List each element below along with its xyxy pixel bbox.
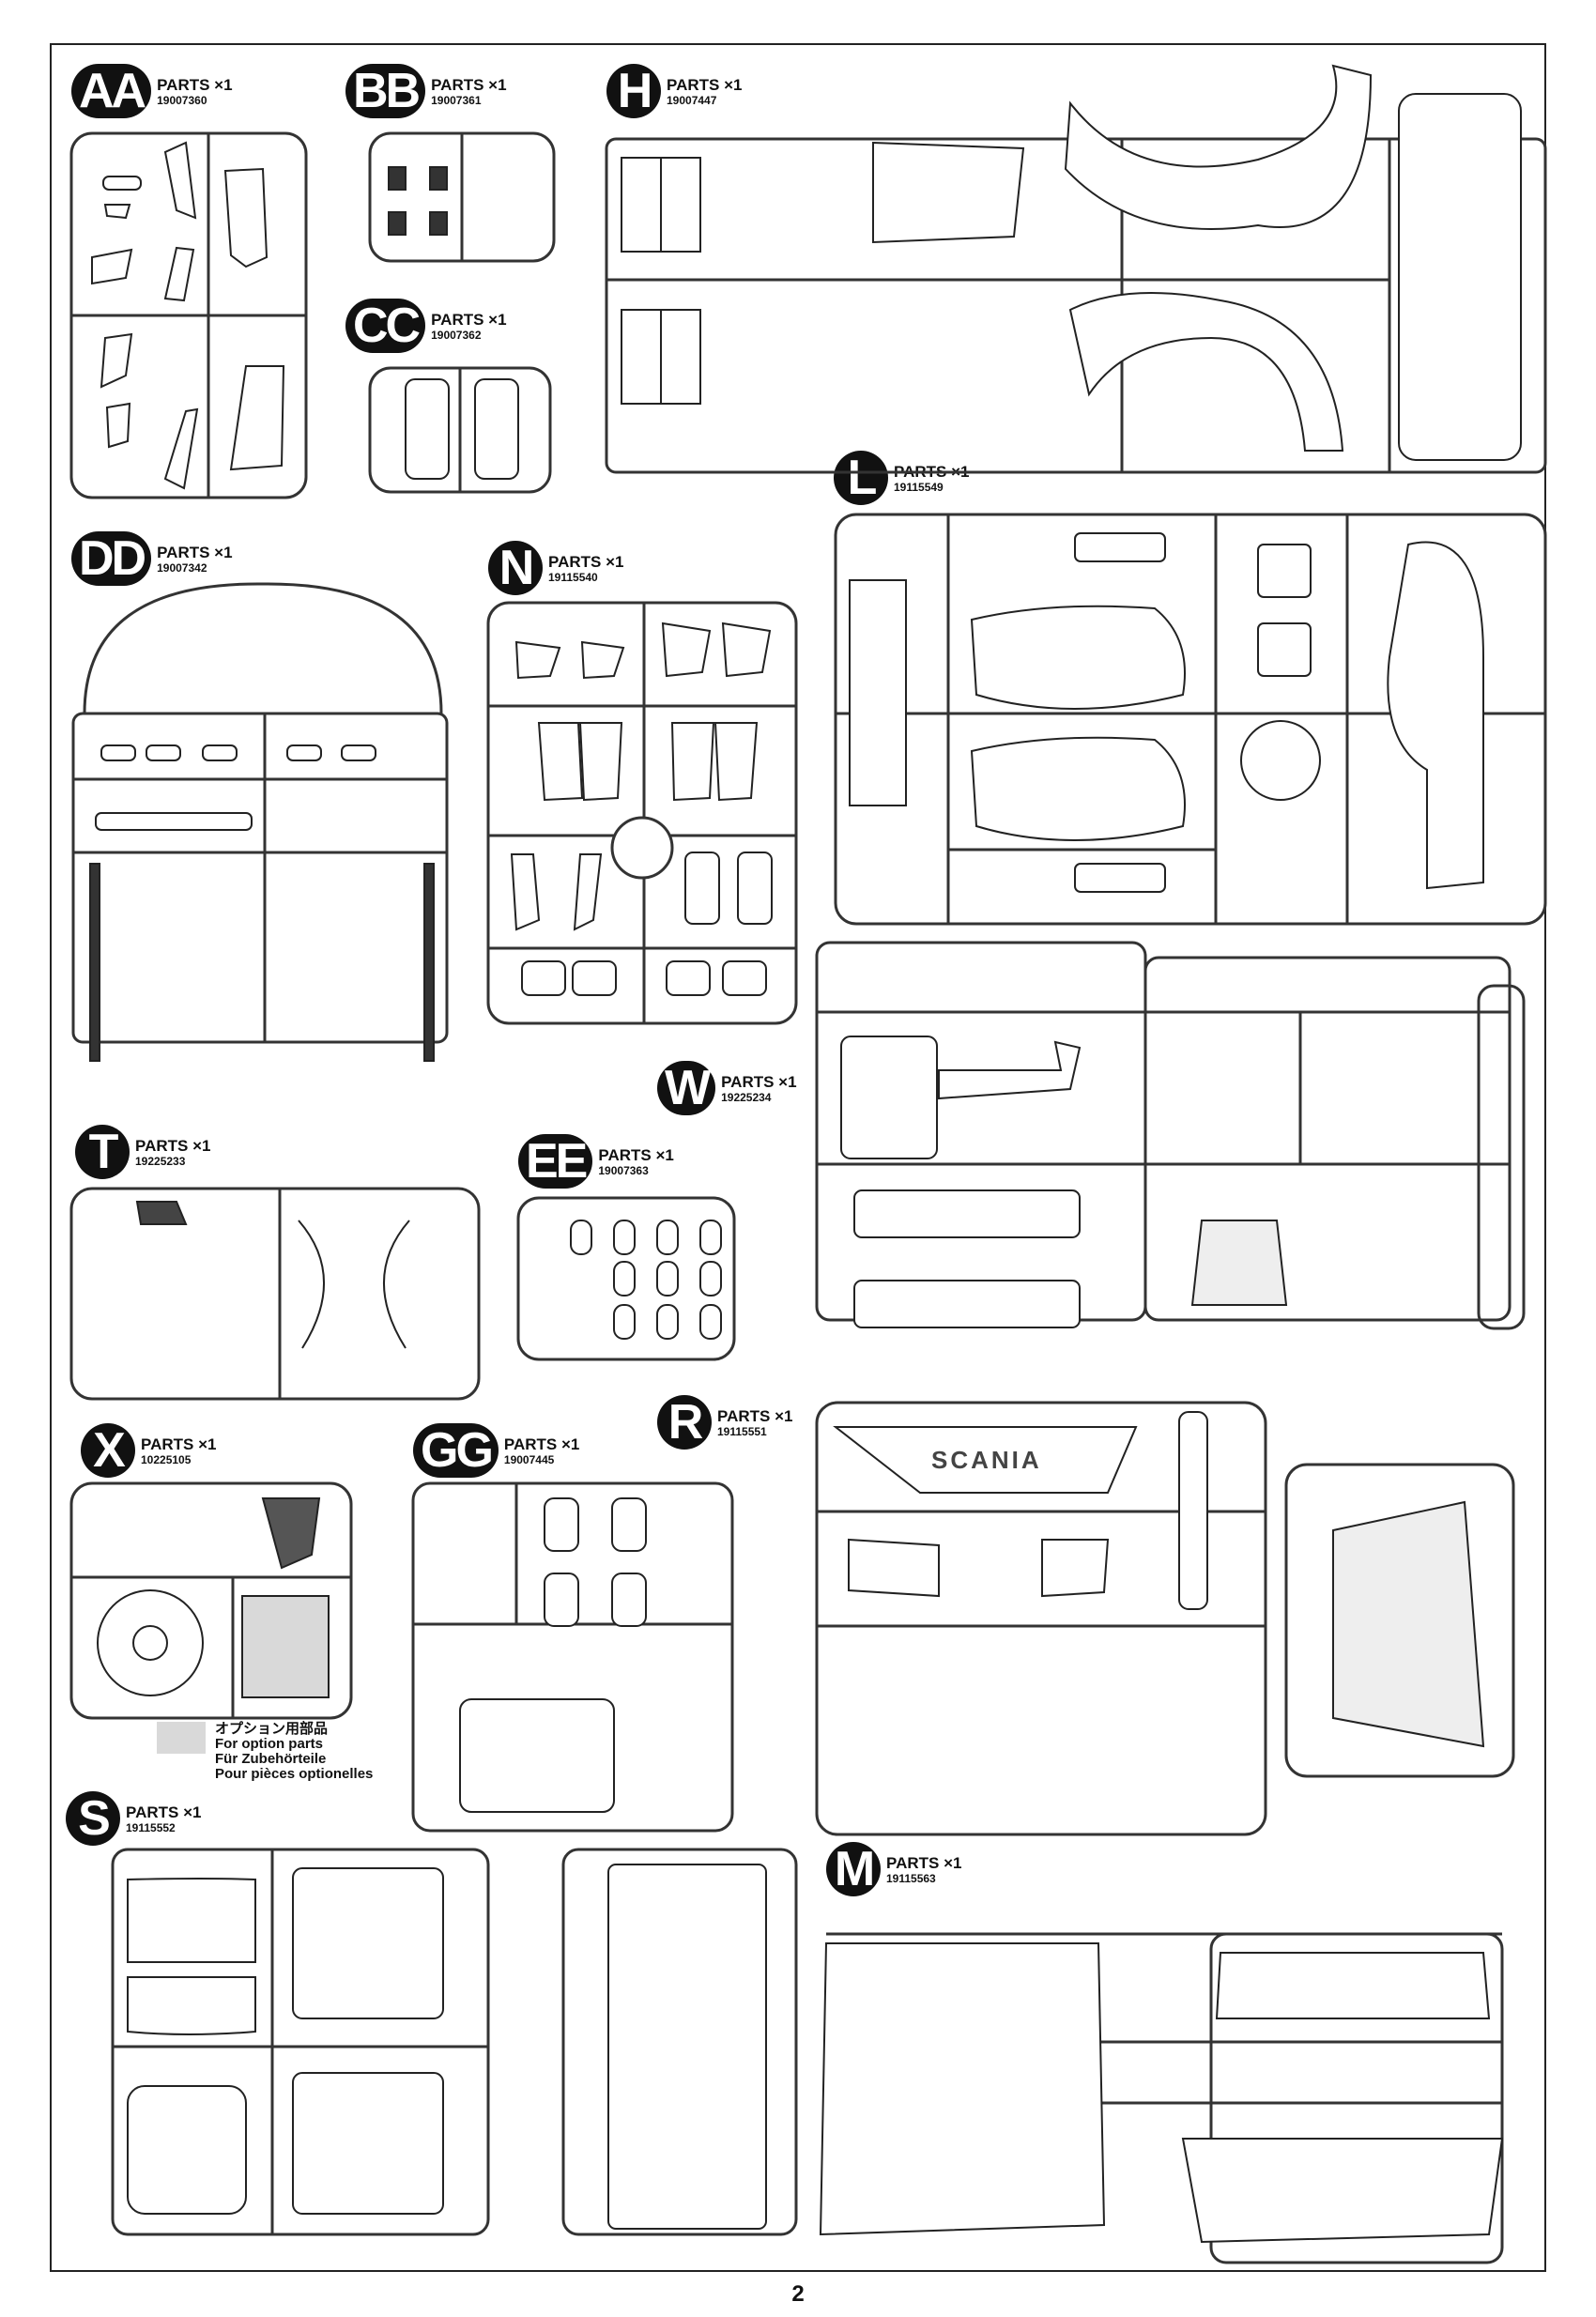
part-code: 19007360: [157, 93, 207, 107]
legend-line-en: For option parts: [215, 1736, 323, 1752]
sprue-s-frame-right: [561, 1848, 798, 2236]
group-badge: GG: [413, 1423, 499, 1478]
group-badge: R: [657, 1395, 712, 1450]
sprue-gg-frame: [411, 1481, 734, 1833]
sprue-l-frame: [834, 513, 1547, 926]
parts-count: PARTS ×1: [126, 1803, 202, 1821]
parts-count: PARTS ×1: [886, 1853, 962, 1872]
part-code: 19007342: [157, 560, 207, 575]
sprue-x-frame: [69, 1481, 353, 1720]
sprue-dd-frame: [71, 712, 449, 1044]
part-code: 19115549: [894, 480, 944, 494]
group-badge: EE: [518, 1134, 593, 1189]
part-code: 19225234: [721, 1090, 772, 1104]
sprue-n-frame: [486, 601, 798, 1025]
sprue-t-frame: [69, 1187, 481, 1401]
parts-count: PARTS ×1: [598, 1145, 674, 1164]
parts-count: PARTS ×1: [431, 75, 507, 94]
legend-swatch: [157, 1722, 206, 1754]
group-badge: CC: [345, 299, 426, 353]
group-badge: S: [66, 1791, 120, 1846]
legend-line-de: Für Zubehörteile: [215, 1751, 327, 1767]
parts-count: PARTS ×1: [157, 75, 233, 94]
scania-logo: SCANIA: [931, 1446, 1042, 1474]
parts-count: PARTS ×1: [721, 1072, 797, 1091]
part-code: 19007362: [431, 328, 482, 342]
sprue-r-frame: [815, 1401, 1267, 1836]
part-code: 19007447: [667, 93, 717, 107]
sprue-r-frame-right: [1284, 1463, 1515, 1778]
page-number: 2: [791, 2281, 805, 2307]
parts-count: PARTS ×1: [157, 543, 233, 561]
sprue-m-frame: [1209, 1932, 1504, 2264]
part-code: 19225233: [135, 1154, 186, 1168]
parts-count: PARTS ×1: [717, 1406, 793, 1425]
part-code: 19115551: [717, 1424, 767, 1438]
parts-count: PARTS ×1: [431, 310, 507, 329]
part-code: 19115540: [548, 570, 598, 584]
group-badge: L: [834, 451, 888, 505]
part-code: 19115552: [126, 1820, 176, 1834]
group-badge: M: [826, 1842, 881, 1896]
legend-line-jp: オプション用部品: [215, 1721, 329, 1737]
parts-count: PARTS ×1: [548, 552, 624, 571]
group-badge: T: [75, 1125, 130, 1179]
group-badge: N: [488, 541, 543, 595]
parts-count: PARTS ×1: [135, 1136, 211, 1155]
part-code: 19115563: [886, 1871, 936, 1885]
parts-count: PARTS ×1: [503, 1435, 580, 1453]
part-code: 19007363: [598, 1163, 649, 1177]
group-badge: X: [81, 1423, 135, 1478]
group-badge: H: [606, 64, 661, 118]
part-code: 10225105: [141, 1452, 192, 1466]
sprue-ee-frame: [516, 1196, 736, 1361]
option-parts-legend: オプション用部品 For option parts Für Zubehörtei…: [157, 1722, 373, 1782]
legend-line-fr: Pour pièces optionelles: [215, 1766, 374, 1782]
group-badge: W: [657, 1061, 716, 1115]
part-code: 19007361: [431, 93, 482, 107]
group-badge: AA: [71, 64, 152, 118]
group-badge: BB: [345, 64, 426, 118]
sprue-s-frame: [111, 1848, 490, 2236]
group-badge: DD: [71, 531, 152, 586]
parts-count: PARTS ×1: [141, 1435, 217, 1453]
part-code: 19007445: [503, 1452, 555, 1466]
sprue-w-frame-right: [1143, 956, 1512, 1322]
page-frame: [50, 43, 1546, 2272]
parts-count: PARTS ×1: [667, 75, 743, 94]
